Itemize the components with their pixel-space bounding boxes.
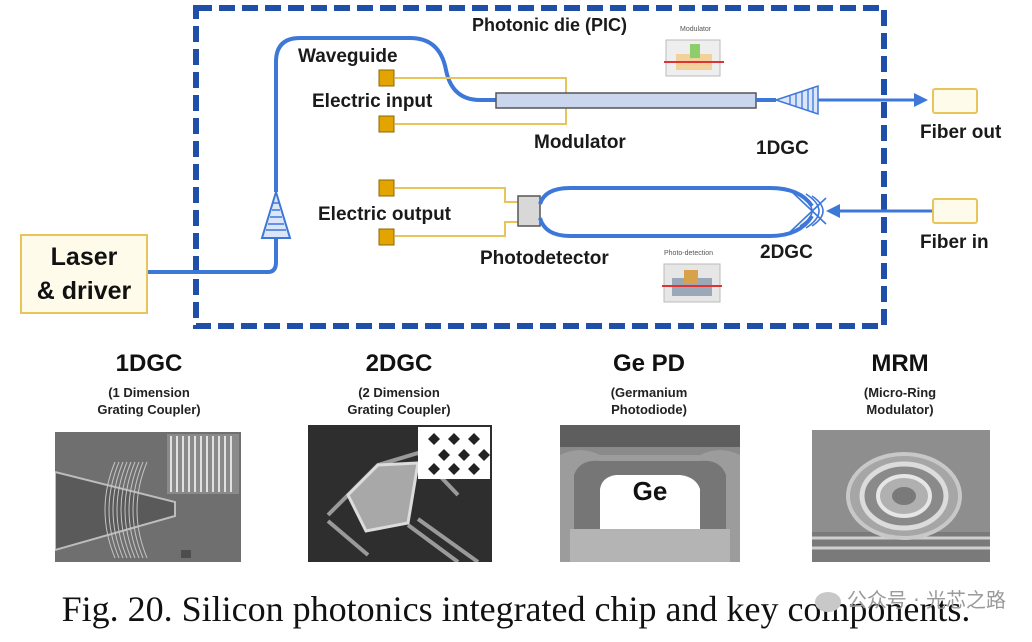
inset-photodetection-label: Photo-detection <box>664 250 714 257</box>
pd-waveguide-top <box>538 186 814 208</box>
laser-driver-box <box>20 234 148 314</box>
laser-label-line1: Laser <box>50 243 118 271</box>
inset-modulator-label: Modulator <box>680 26 712 33</box>
laser-driver-label: Laser & driver <box>20 240 148 308</box>
waveguide-label: Waveguide <box>298 46 398 67</box>
electric-input-wire-top <box>395 77 567 96</box>
sem-image-gepd <box>560 425 740 562</box>
component-sub1-1dgc: (1 Dimension <box>108 385 190 400</box>
sem-image-2dgc <box>308 425 492 562</box>
component-title-mrm: MRM <box>871 350 929 377</box>
component-sub2-2dgc: Grating Coupler) <box>347 402 451 417</box>
gc2-label: 2DGC <box>760 242 813 263</box>
electric-input-pad-bottom <box>378 115 395 133</box>
electric-input-wire-bottom <box>395 108 567 125</box>
watermark: 公众号 · 光芯之路 <box>814 584 1006 613</box>
input-grating-coupler <box>260 188 292 239</box>
main-waveguide <box>274 36 496 192</box>
pic-border <box>193 5 887 329</box>
grating-coupler-2d <box>789 189 827 233</box>
component-sub2-mrm: Modulator) <box>866 402 934 417</box>
fiber-out-label: Fiber out <box>920 122 1002 143</box>
ge-label: Ge <box>632 476 668 506</box>
component-title-gepd: Ge PD <box>612 350 686 377</box>
component-title-2dgc: 2DGC <box>365 350 433 377</box>
component-sub2-gepd: Photodiode) <box>611 402 687 417</box>
component-sub1-gepd: (Germanium <box>610 385 688 400</box>
modulator-inset-icon <box>664 39 724 77</box>
electric-output-label: Electric output <box>318 204 452 225</box>
pic-title: Photonic die (PIC) <box>472 15 627 35</box>
electric-output-pad-bottom <box>378 228 395 246</box>
electric-input-pad-top <box>378 69 395 87</box>
pd-waveguide-bottom <box>538 214 814 238</box>
component-sub2-1dgc: Grating Coupler) <box>97 402 201 417</box>
electric-input-label: Electric input <box>312 91 433 112</box>
modulator-label: Modulator <box>534 132 626 153</box>
modulator-bar <box>495 92 757 109</box>
component-title-1dgc: 1DGC <box>115 350 183 377</box>
laser-label-line2: & driver <box>36 277 132 305</box>
fiber-in-label: Fiber in <box>920 232 989 253</box>
photodetector-block <box>517 195 541 227</box>
component-sub1-2dgc: (2 Dimension <box>358 385 440 400</box>
pic-diagram <box>148 5 932 329</box>
watermark-text: 公众号 · 光芯之路 <box>846 588 1006 612</box>
component-sub1-mrm: (Micro-Ring <box>863 385 937 400</box>
electric-output-pad-top <box>378 179 395 197</box>
sem-image-1dgc <box>55 432 241 562</box>
photodetection-inset-icon <box>662 263 722 303</box>
fiber-out-box <box>932 88 978 114</box>
grating-coupler-1d <box>773 84 819 116</box>
fiber-in-box <box>932 198 978 224</box>
watermark-icon <box>814 591 841 612</box>
gc1-label: 1DGC <box>756 138 809 159</box>
electric-output-wire-bottom <box>395 221 518 237</box>
photodetector-label: Photodetector <box>480 248 609 269</box>
sem-image-mrm <box>812 430 990 562</box>
electric-output-wire-top <box>395 187 518 203</box>
laser-waveguide <box>148 238 278 274</box>
